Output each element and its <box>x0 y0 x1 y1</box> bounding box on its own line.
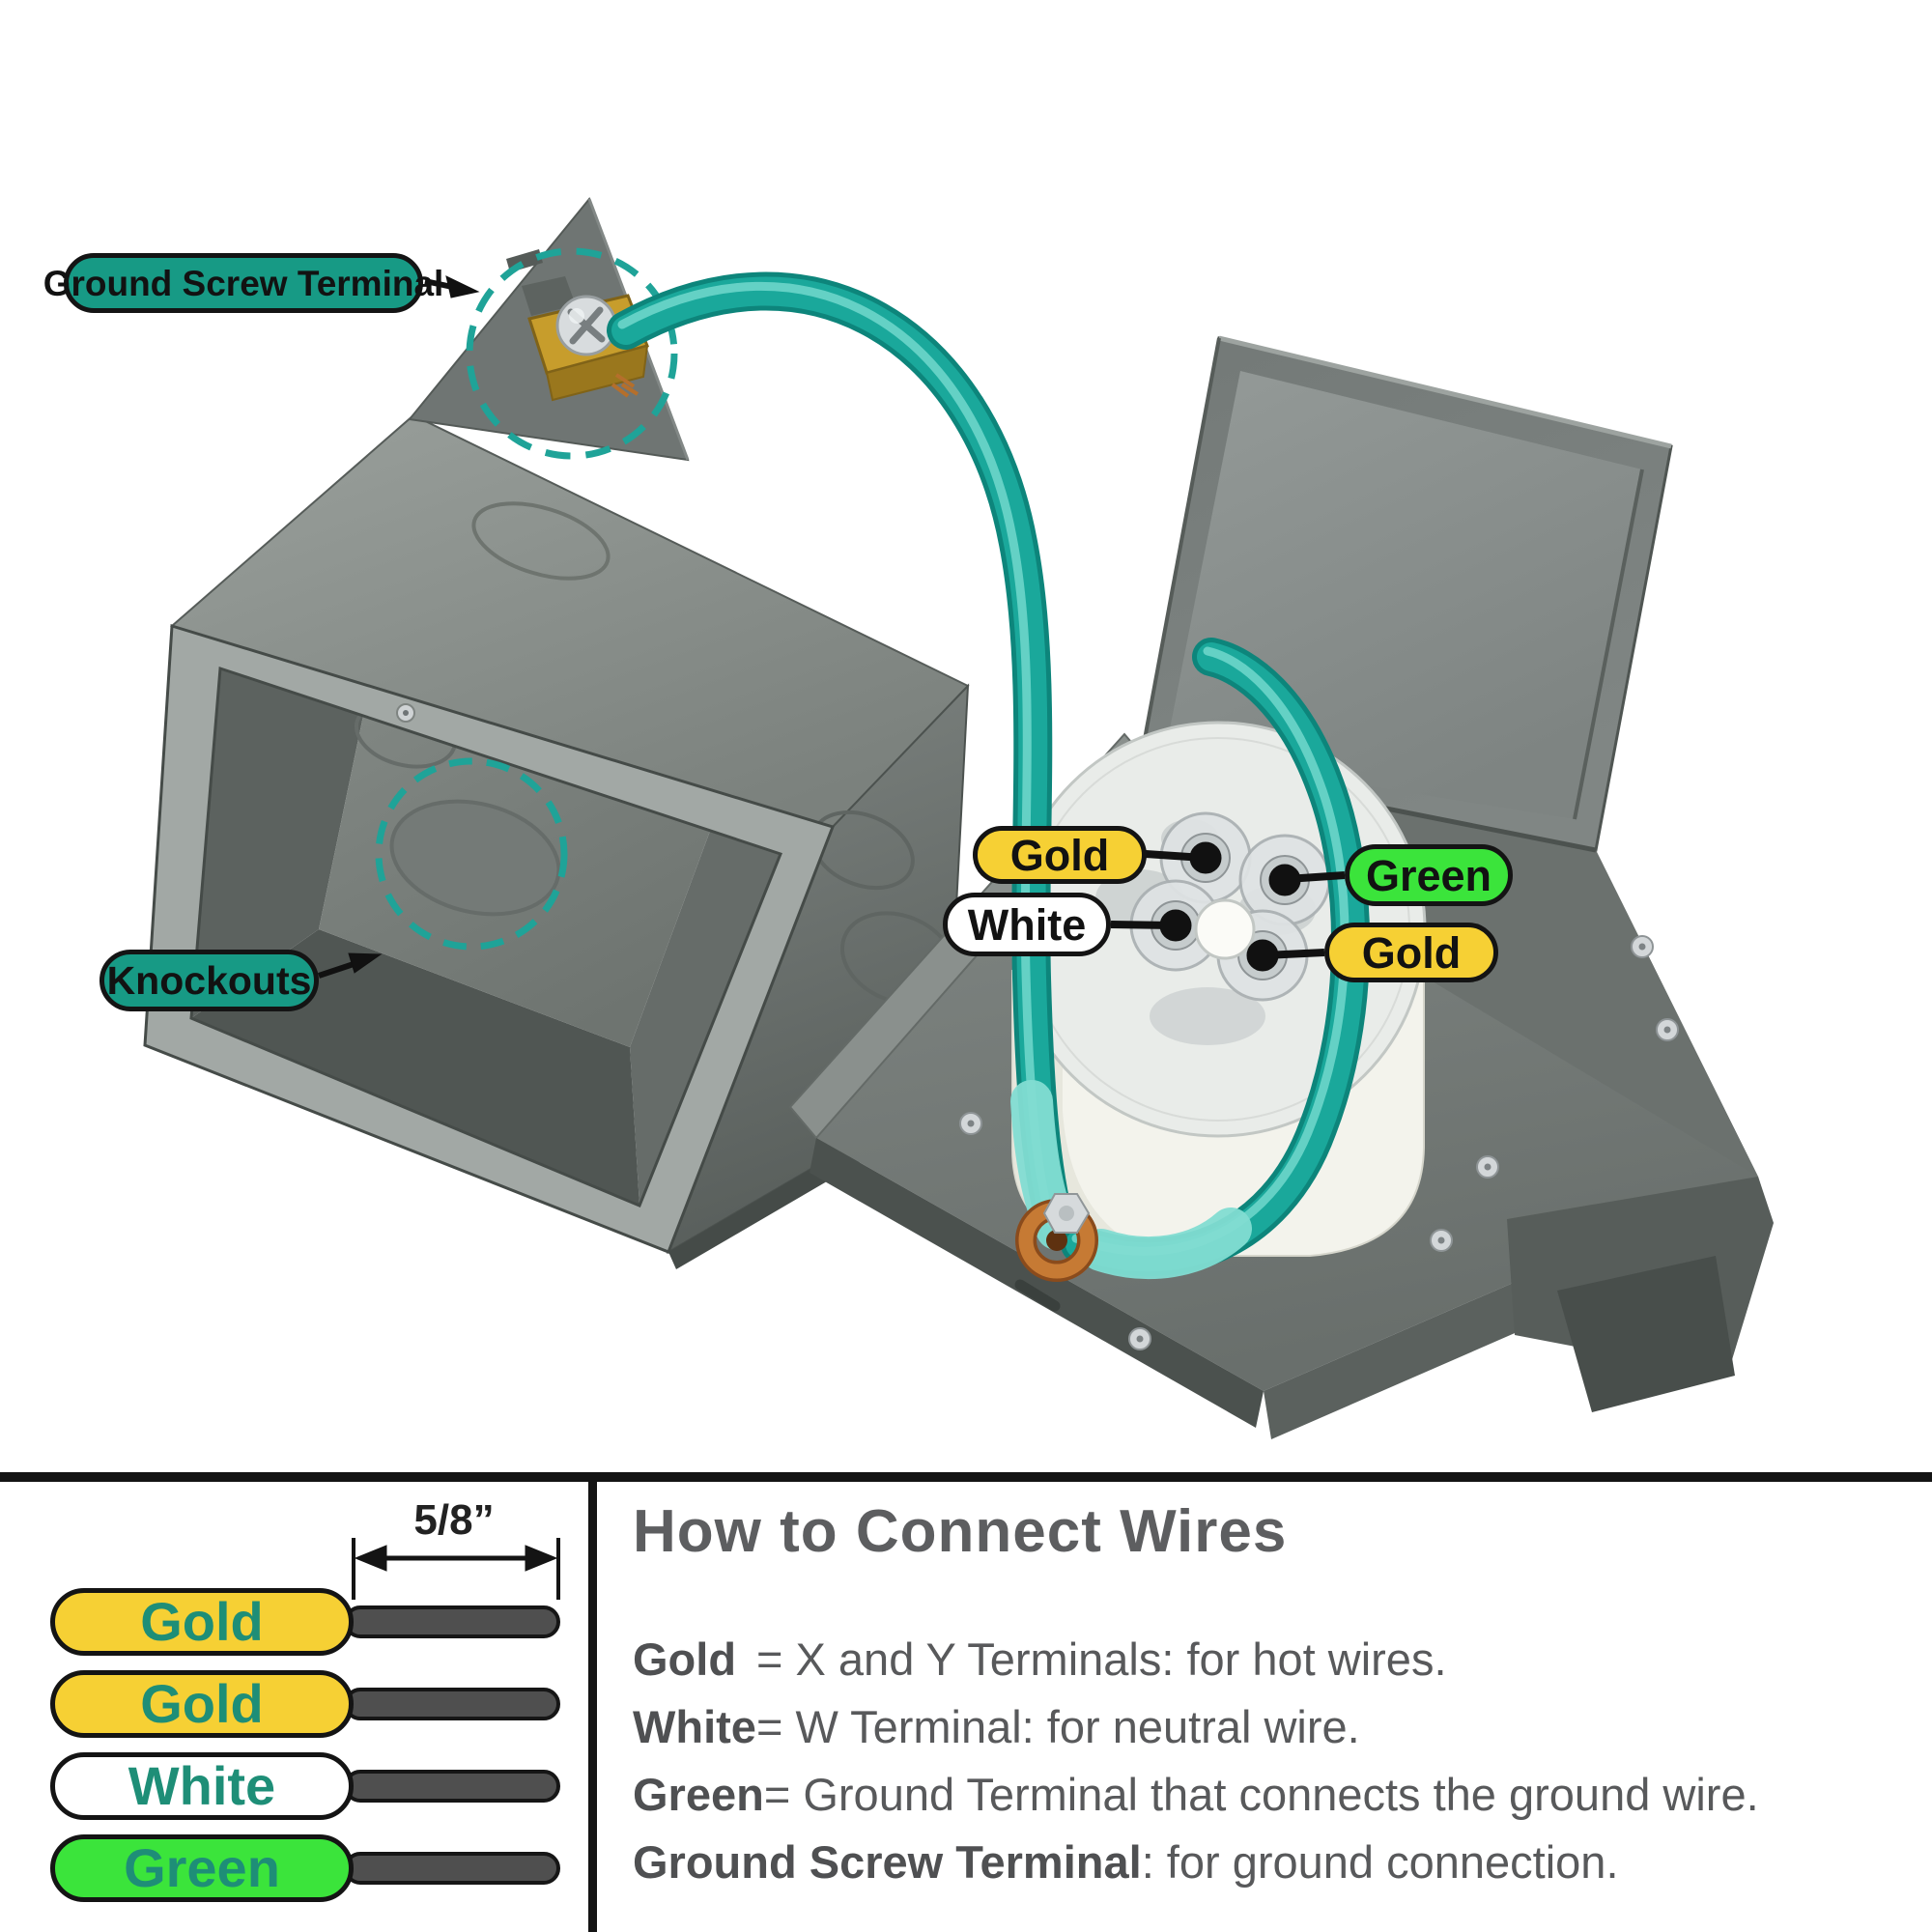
tray-screws <box>959 935 1679 1350</box>
stripped-wire-stubs <box>344 1605 560 1885</box>
copper-ground-lug <box>1015 1193 1098 1282</box>
knockout-oval-inner-large <box>389 799 561 917</box>
strip-length-value: 5/8” <box>413 1496 495 1544</box>
knockout-oval-top <box>471 501 611 581</box>
instruction-line-ground-screw: Ground Screw Terminal: for ground connec… <box>633 1835 1908 1903</box>
instruction-line-green: Green= Ground Terminal that connects the… <box>633 1768 1908 1835</box>
legend-wire-white: White <box>50 1752 354 1820</box>
terminal-label-green: Green <box>1345 844 1513 906</box>
knockouts-label: Knockouts <box>99 950 319 1011</box>
callout-connectors <box>318 275 1346 979</box>
instruction-line-gold: Gold = X and Y Terminals: for hot wires. <box>633 1633 1908 1700</box>
instruction-line-white: White= W Terminal: for neutral wire. <box>633 1700 1908 1768</box>
legend-wire-gold-1: Gold <box>50 1588 354 1656</box>
instruction-term: Green <box>633 1769 764 1820</box>
terminal-label-white: White <box>943 893 1111 956</box>
instruction-desc: = Ground Terminal that connects the grou… <box>763 1769 1759 1820</box>
ground-wire-from-terminal <box>607 271 1078 1250</box>
instruction-term: Ground Screw Terminal <box>633 1836 1142 1888</box>
tray-slot <box>1014 1279 1061 1312</box>
section-dividers <box>0 1472 1932 1932</box>
legend-wire-green: Green <box>50 1834 354 1902</box>
knockout-highlight-circle <box>375 757 568 951</box>
instruction-term: White <box>633 1701 756 1752</box>
strip-length-dimension <box>352 1538 560 1600</box>
instructions-list: Gold= X and Y Terminals: for hot wires. … <box>633 1633 1908 1903</box>
instruction-desc: = X and Y Terminals: for hot wires. <box>756 1634 1447 1685</box>
ground-wire-loop <box>1061 638 1371 1280</box>
ground-terminal-highlight-circle <box>466 247 678 460</box>
ground-screw-terminal-label: Ground Screw Terminal <box>43 253 443 313</box>
terminal-label-gold-bottom: Gold <box>1324 923 1498 982</box>
instruction-term: Gold <box>633 1634 737 1685</box>
legend-wire-gold-2: Gold <box>50 1670 354 1738</box>
terminal-label-gold-top: Gold <box>973 826 1147 884</box>
instructions-title: How to Connect Wires <box>633 1498 1288 1565</box>
instruction-desc: = W Terminal: for neutral wire. <box>756 1701 1360 1752</box>
instruction-desc: : for ground connection. <box>1141 1836 1619 1888</box>
